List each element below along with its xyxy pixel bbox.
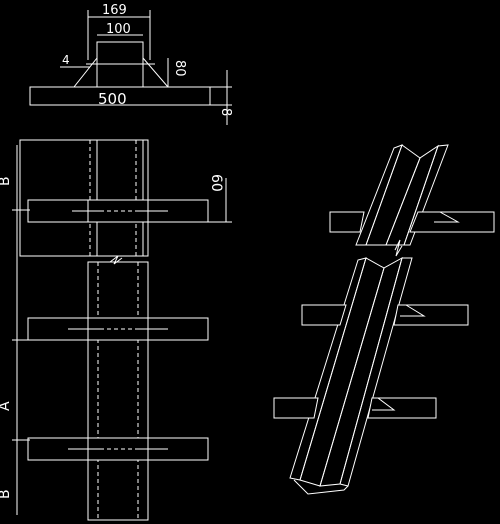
- column-upper: [19, 139, 149, 257]
- spacing-label-bottom: B: [0, 489, 13, 499]
- iso-plate-lower: [273, 397, 437, 419]
- dim-text-80: 80: [172, 60, 187, 77]
- dim-text-8: 8: [218, 108, 233, 116]
- stiffener-left: [72, 56, 98, 88]
- spacing-label-middle: A: [0, 401, 13, 411]
- elevation-view: 60 B A B: [0, 139, 232, 521]
- dim-text-169: 169: [102, 3, 127, 18]
- break-symbol: [109, 255, 123, 265]
- bracket-plate-1: [27, 199, 209, 223]
- dim-text-500: 500: [98, 90, 127, 108]
- stiffener-right: [142, 56, 170, 88]
- column-lower: [87, 261, 149, 521]
- iso-plate-middle: [301, 304, 469, 326]
- top-detail-view: 169 100 4 80 500 8: [29, 3, 233, 125]
- iso-channel-lower: [289, 256, 413, 495]
- bracket-plate-3: [27, 437, 209, 461]
- iso-break-symbol: [394, 239, 403, 257]
- spacing-label-top: B: [0, 176, 13, 186]
- dim-text-60: 60: [208, 174, 224, 192]
- iso-plate-upper: [329, 211, 495, 233]
- isometric-view: [273, 144, 495, 495]
- dim-text-100: 100: [106, 22, 131, 37]
- dim-text-4: 4: [62, 53, 70, 67]
- bracket-plate-2: [27, 317, 209, 341]
